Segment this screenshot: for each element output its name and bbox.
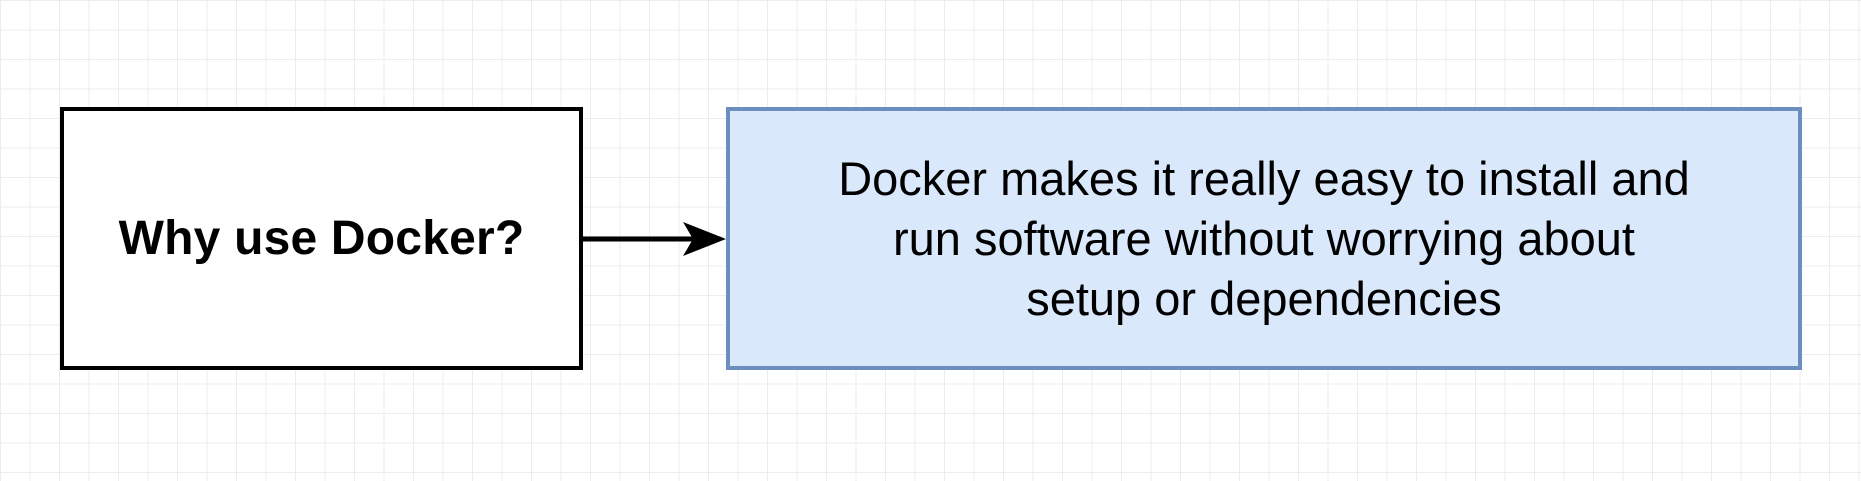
question-node[interactable]: Why use Docker?: [60, 107, 583, 370]
arrow-head-icon: [683, 222, 726, 256]
answer-line-2: run software without worrying about: [893, 211, 1635, 265]
answer-line-3: setup or dependencies: [1026, 271, 1502, 325]
arrow-connector[interactable]: [583, 220, 728, 258]
question-label: Why use Docker?: [118, 212, 525, 265]
answer-label: Docker makes it really easy to install a…: [838, 149, 1690, 329]
answer-line-1: Docker makes it really easy to install a…: [838, 151, 1690, 205]
answer-node[interactable]: Docker makes it really easy to install a…: [726, 107, 1802, 370]
